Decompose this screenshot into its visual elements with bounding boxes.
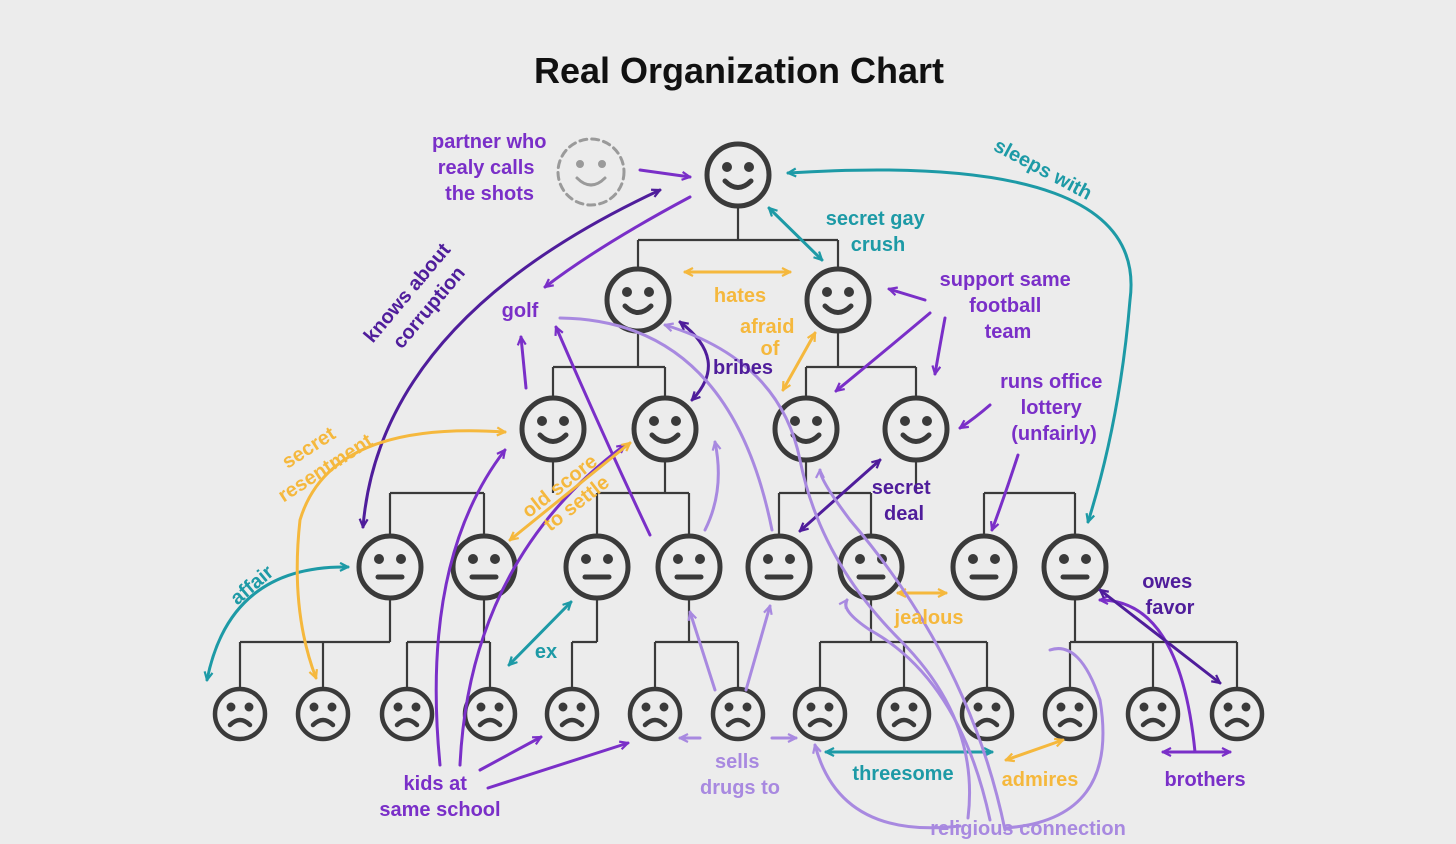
vp-right-smile-icon (804, 266, 872, 334)
worker-4-sad-face-icon (462, 686, 518, 742)
secret-deal-label: secret deal (872, 477, 937, 525)
ex-arrow (509, 602, 571, 665)
corruption-label: knows about corruption (360, 235, 479, 364)
manager-4-smile-icon (882, 395, 950, 463)
owes-favor-arrow (1100, 590, 1220, 683)
football-label: support same football team (940, 269, 1077, 343)
football-arrow-1 (889, 289, 927, 302)
old-score-arrow (510, 443, 630, 540)
worker-1-sad-face-icon (212, 686, 268, 742)
affair-label: affair (226, 561, 278, 609)
lottery-arrow-1 (960, 403, 992, 430)
bribes-label: bribes (713, 357, 773, 379)
afraid-of-arrow (781, 333, 817, 390)
staff-7-neutral-face-icon (950, 533, 1018, 601)
kids-school-label: kids at same school (379, 773, 500, 821)
hierarchy-lines (238, 206, 1239, 690)
lavender-long-3 (846, 600, 992, 822)
afraid-of-label: afraid of (740, 316, 800, 360)
partner-arrow (638, 168, 690, 177)
staff-4-neutral-face-icon (655, 533, 723, 601)
brothers-curve-arrow (1098, 600, 1197, 754)
worker-10-sad-face-icon (959, 686, 1015, 742)
staff-5-neutral-face-icon (745, 533, 813, 601)
worker-5-sad-face-icon (544, 686, 600, 742)
brothers-label: brothers (1164, 769, 1245, 791)
worker-2-sad-face-icon (295, 686, 351, 742)
secret-resentment-label: secret resentment (260, 408, 377, 507)
kids-school-arrow-4 (486, 743, 628, 790)
lavender-long-2 (820, 468, 1007, 832)
sells-drugs-arrow-1 (690, 612, 717, 692)
ex-label: ex (535, 641, 557, 663)
lottery-label: runs office lottery (unfairly) (1000, 371, 1108, 445)
kids-school-arrow-3 (478, 735, 541, 772)
bribes-arrow (680, 320, 710, 400)
chart-title: Real Organization Chart (533, 50, 945, 91)
manager-3-smile-icon (772, 395, 840, 463)
manager-1-smile-icon (519, 395, 587, 463)
lavender-golf (558, 316, 774, 532)
admires-label: admires (1002, 769, 1079, 791)
golf-label: golf (502, 300, 539, 322)
religious-arrow-2 (1003, 647, 1105, 830)
sleeps-with-label: sleeps with (990, 135, 1096, 205)
partner-label: partner who realy calls the shots (432, 131, 552, 205)
religious-label: religious connection (930, 818, 1126, 840)
jealous-label: jealous (894, 607, 964, 629)
partner-smile-dashed-icon (556, 137, 626, 207)
lavender-arrow-up (703, 442, 718, 532)
staff-2-neutral-face-icon (450, 533, 518, 601)
sells-drugs-label: sells drugs to (700, 751, 780, 799)
affair-arrow (207, 567, 350, 680)
staff-8-neutral-face-icon (1041, 533, 1109, 601)
owes-favor-label: owes favor (1142, 571, 1198, 619)
religious-arrow (815, 745, 962, 830)
worker-9-sad-face-icon (876, 686, 932, 742)
worker-6-sad-face-icon (627, 686, 683, 742)
sells-drugs-arrow-2 (744, 606, 770, 692)
worker-12-sad-face-icon (1125, 686, 1181, 742)
hates-label: hates (714, 285, 766, 307)
admires-arrow (1006, 740, 1063, 760)
staff-1-neutral-face-icon (356, 533, 424, 601)
manager-2-smile-icon (631, 395, 699, 463)
worker-7-sad-face-icon (710, 686, 766, 742)
golf-up-arrow (521, 335, 528, 390)
threesome-label: threesome (852, 763, 953, 785)
football-arrow-3 (935, 316, 947, 374)
worker-3-sad-face-icon (379, 686, 435, 742)
secret-deal-arrow (800, 460, 880, 531)
ceo-smile-icon (704, 141, 772, 209)
secret-gay-crush-label: secret gay crush (826, 208, 931, 256)
worker-13-sad-face-icon (1209, 686, 1265, 742)
secret-resentment-arrow (295, 431, 507, 678)
worker-8-sad-face-icon (792, 686, 848, 742)
worker-11-sad-face-icon (1042, 686, 1098, 742)
secret-gay-crush-arrow (769, 208, 822, 260)
sleeps-with-arrow (786, 170, 1133, 522)
vp-left-smile-icon (604, 266, 672, 334)
staff-3-neutral-face-icon (563, 533, 631, 601)
